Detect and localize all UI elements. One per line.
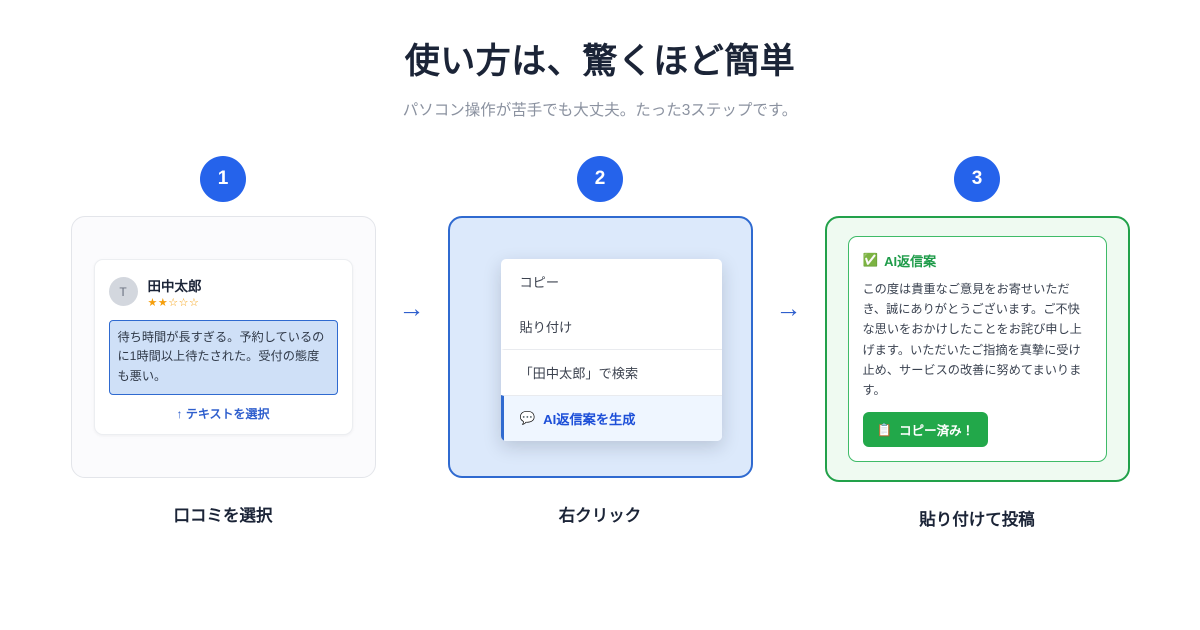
step-2-label: 右クリック [558,506,642,525]
ai-reply-heading: AI返信案 [884,253,937,269]
selected-review-text[interactable]: 待ち時間が長すぎる。予約しているのに1時間以上待たされた。受付の態度も悪い。 [108,319,338,395]
reviewer-meta: 田中太郎 ★★☆☆☆ [148,275,202,309]
context-menu-item-label: コピー [519,274,560,290]
step-1-card: T 田中太郎 ★★☆☆☆ 待ち時間が長すぎる。予約しているのに1時間以上待たされ… [70,215,376,478]
reviewer-row: T 田中太郎 ★★☆☆☆ [108,275,338,309]
context-menu-item-label: AI返信案を生成 [543,411,636,427]
context-menu-item-label: 「田中太郎」で検索 [519,365,639,381]
select-text-hint: ↑ テキストを選択 [176,406,270,421]
step-1-number-badge: 1 [200,155,246,202]
ai-reply-header: ✅ AI返信案 [863,251,1092,270]
step-3-label: 貼り付けて投稿 [919,511,1035,530]
ai-reply-card: ✅ AI返信案 この度は貴重なご意見をお寄せいただき、誠にありがとうございます。… [847,235,1107,463]
clipboard-icon: 📋 [876,422,893,437]
page-subtitle: パソコン操作が苦手でも大丈夫。たった3ステップです。 [402,101,798,119]
page-header: 使い方は、驚くほど簡単 パソコン操作が苦手でも大丈夫。たった3ステップです。 [0,40,1200,120]
context-menu-item-copy[interactable]: コピー [501,259,722,304]
step-3-card: ✅ AI返信案 この度は貴重なご意見をお寄せいただき、誠にありがとうございます。… [824,215,1130,483]
arrow-right-icon: → [398,292,425,323]
step-1: 1 T 田中太郎 ★★☆☆☆ 待ち時間が長すぎる。予約しているのに1時間以上待た… [70,155,376,526]
speech-bubble-icon: 💬 [519,411,536,425]
context-menu: コピー 貼り付け 「田中太郎」で検索 💬 AI返信案を生成 [500,258,722,441]
step-1-label: 口コミを選択 [173,506,273,525]
context-menu-item-generate-ai-reply[interactable]: 💬 AI返信案を生成 [500,394,722,441]
copied-button[interactable]: 📋 コピー済み！ [862,412,989,448]
arrow-1-to-2: → [376,156,448,418]
step-2-number-badge: 2 [577,155,623,202]
review-card: T 田中太郎 ★★☆☆☆ 待ち時間が長すぎる。予約しているのに1時間以上待たされ… [93,258,353,435]
avatar: T [108,277,138,307]
step-3-number-badge: 3 [954,155,1000,202]
step-3: 3 ✅ AI返信案 この度は貴重なご意見をお寄せいただき、誠にありがとうございま… [824,155,1130,531]
copied-button-label: コピー済み！ [899,424,975,439]
reviewer-name: 田中太郎 [147,278,202,294]
arrow-2-to-3: → [753,156,825,418]
context-menu-item-search[interactable]: 「田中太郎」で検索 [500,348,722,395]
steps-row: 1 T 田中太郎 ★★☆☆☆ 待ち時間が長すぎる。予約しているのに1時間以上待た… [0,155,1200,531]
page-title: 使い方は、驚くほど簡単 [404,42,796,81]
ai-reply-body: この度は貴重なご意見をお寄せいただき、誠にありがとうございます。ご不快な思いをお… [862,281,1082,397]
star-rating-icon: ★★☆☆☆ [147,296,200,309]
context-menu-item-paste[interactable]: 貼り付け [501,304,722,349]
check-mark-icon: ✅ [862,253,879,267]
step-2-card: コピー 貼り付け 「田中太郎」で検索 💬 AI返信案を生成 [447,215,753,478]
arrow-right-icon: → [775,292,802,323]
step-2: 2 コピー 貼り付け 「田中太郎」で検索 💬 AI返信案を生成 [447,155,753,526]
context-menu-item-label: 貼り付け [519,319,573,335]
